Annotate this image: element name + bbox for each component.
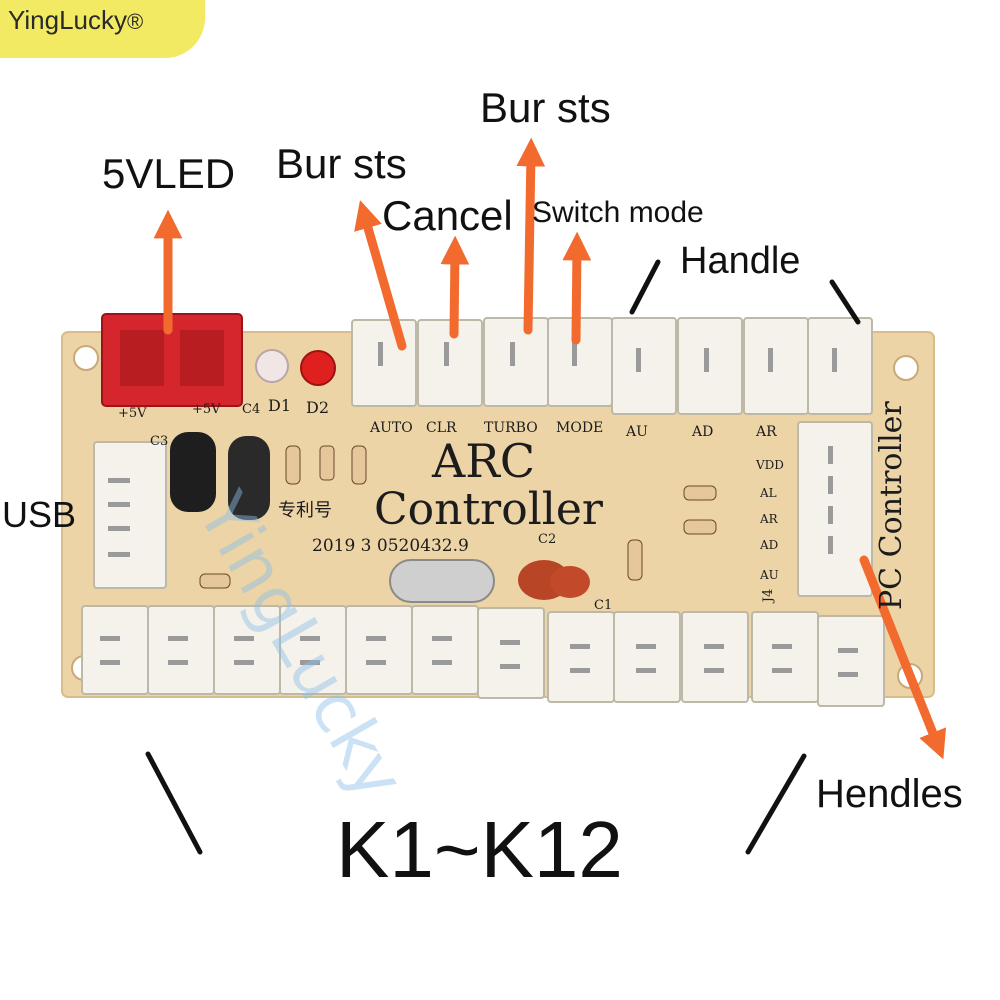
pc-controller-connector: [797, 421, 873, 597]
label-ar: AR: [756, 424, 777, 440]
side-text-pc-controller: PC Controller: [874, 401, 909, 610]
part-c3: C3: [150, 434, 169, 449]
side-label-au: AU: [760, 568, 779, 582]
led-d1: [255, 349, 289, 383]
label-ad: AD: [692, 424, 714, 440]
arrow-burst-top: [516, 137, 546, 335]
side-label-vdd: VDD: [756, 458, 784, 472]
board-title: ARC: [432, 434, 536, 488]
label-burst-left: Bur sts: [276, 140, 407, 187]
handle-line-left: [629, 259, 661, 315]
board-subtitle: Controller: [374, 484, 603, 535]
arrow-handles: [859, 555, 947, 760]
brand-logo: YingLucky®: [0, 0, 205, 58]
mount-hole-tl: [73, 345, 99, 371]
part-c1: C1: [594, 598, 613, 613]
arrow-cancel: [440, 235, 470, 339]
side-label-al: AL: [760, 486, 777, 500]
crystal: [389, 559, 495, 603]
part-c4: C4: [242, 402, 261, 417]
side-label-ar: AR: [760, 512, 778, 526]
led-label-d2: D2: [306, 398, 330, 417]
label-auto: AUTO: [370, 420, 413, 436]
label-turbo: TURBO: [484, 420, 538, 436]
keys-line-right: [745, 753, 807, 855]
label-au: AU: [626, 424, 648, 440]
label-keys: K1~K12: [336, 805, 623, 894]
handle-line-right: [829, 279, 861, 325]
label-switch-mode: Switch mode: [532, 196, 704, 229]
power-label-2: +5V: [192, 402, 221, 417]
mount-hole-tr: [893, 355, 919, 381]
part-c2: C2: [538, 532, 557, 547]
j4-label: J4: [761, 588, 777, 603]
power-label-1: +5V: [118, 406, 147, 421]
patent-label: 专利号: [278, 500, 332, 521]
keys-line-left: [145, 751, 203, 855]
label-handles: Hendles: [816, 772, 963, 816]
label-usb: USB: [2, 494, 77, 535]
side-label-ad: AD: [760, 538, 779, 552]
usb-connector: [93, 441, 167, 589]
label-mode: MODE: [556, 420, 604, 436]
top-connectors: [351, 317, 873, 415]
led-label-d1: D1: [268, 396, 292, 415]
brand-name: YingLucky: [8, 5, 127, 35]
bottom-connectors: [81, 605, 885, 707]
label-clr: CLR: [426, 420, 457, 436]
capacitor-c4: [228, 436, 270, 520]
patent-number: 2019 3 0520432.9: [312, 536, 469, 556]
led-d2: [300, 350, 336, 386]
arrow-burst-left: [354, 200, 407, 351]
label-5vled: 5VLED: [102, 150, 236, 197]
label-handle: Handle: [680, 240, 801, 282]
capacitor-c3: [170, 432, 216, 512]
arrow-switch-mode: [562, 231, 592, 345]
label-burst-top: Bur sts: [480, 84, 611, 131]
brand-mark: ®: [127, 9, 144, 34]
label-cancel: Cancel: [382, 192, 513, 239]
